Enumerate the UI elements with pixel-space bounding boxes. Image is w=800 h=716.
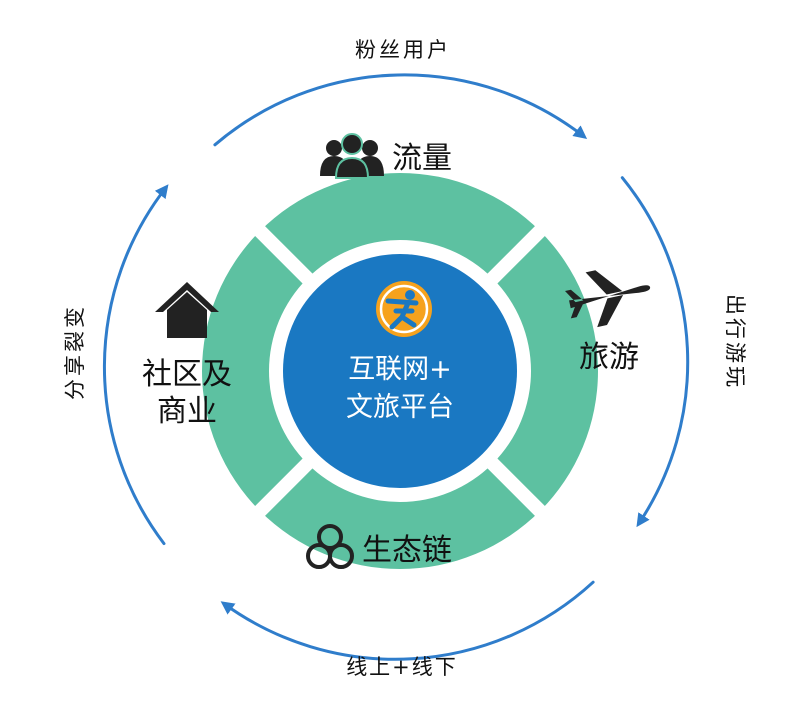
three-circles-icon-right (328, 543, 354, 569)
outer-arrows (102, 73, 690, 661)
airplane-icon (565, 270, 651, 328)
outer-label-top: 粉丝用户 (355, 38, 451, 62)
users-icon (320, 133, 384, 179)
users-icon-head-left (326, 140, 342, 156)
house-icon-body (167, 292, 207, 338)
three-circles-icon (306, 524, 354, 569)
segment-right-label: 旅游 (579, 340, 639, 375)
logo-ring (379, 284, 429, 334)
segment-top-label: 流量 (392, 141, 452, 176)
center-title-line2: 文旅平台 (346, 392, 454, 423)
center-title-line1: 互联网+ (348, 354, 452, 385)
segment-left-label-line2: 商业 (157, 394, 217, 429)
running-person-logo-icon (376, 281, 432, 337)
outer-label-bottom: 线上+线下 (346, 655, 458, 679)
outer-label-right: 出行游玩 (723, 294, 747, 390)
segment-left-label-line1: 社区及 (142, 357, 232, 392)
users-icon-head-right (362, 140, 378, 156)
logo-head (405, 290, 415, 300)
outer-label-left: 分享裂变 (63, 304, 87, 400)
house-icon-roof (155, 282, 219, 312)
house-icon (155, 282, 219, 338)
users-icon-body-center (334, 156, 370, 179)
segment-bottom-label: 生态链 (362, 533, 452, 568)
arrow-top (213, 73, 588, 147)
arrow-left (102, 184, 169, 546)
three-circles-icon-top (317, 524, 343, 550)
users-icon-head-center (341, 133, 363, 155)
logo-body (385, 298, 419, 330)
center-circle (283, 254, 517, 488)
arrow-right (620, 176, 690, 528)
arrow-bottom (220, 580, 595, 661)
airplane-icon-shape (565, 270, 651, 328)
